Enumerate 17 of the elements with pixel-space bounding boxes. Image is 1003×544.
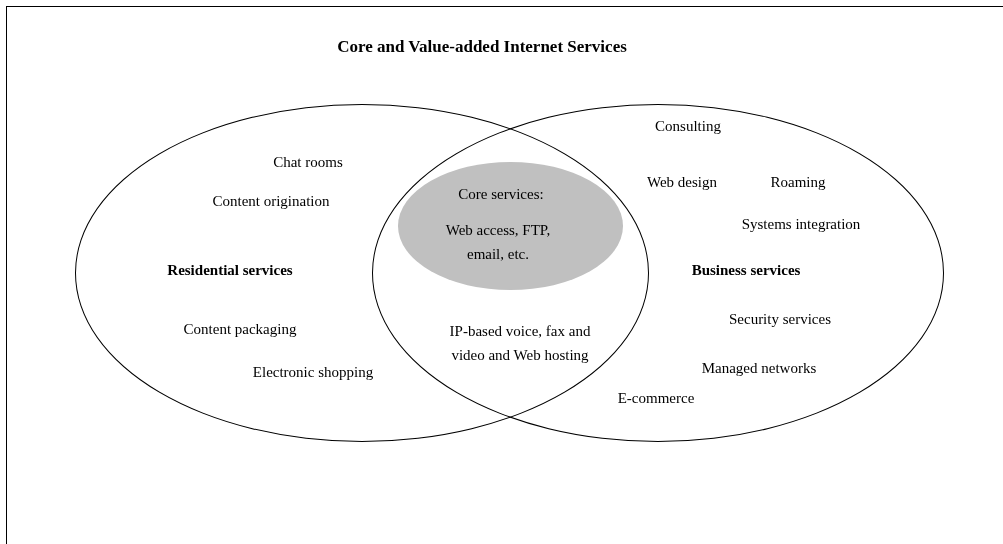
diagram-title: Core and Value-added Internet Services [336, 36, 628, 58]
service-label: Roaming [770, 173, 826, 192]
service-label: Content origination [212, 192, 330, 211]
service-label: Managed networks [701, 359, 817, 378]
service-label: Consulting [655, 117, 721, 136]
service-text: Web access, FTP, email, etc. [444, 221, 552, 264]
service-label: IP-based voice, fax and video and Web hosting [448, 322, 592, 365]
service-label: Chat rooms [273, 153, 343, 172]
service-label: Systems integration [741, 215, 861, 234]
service-label: Electronic shopping [252, 363, 374, 382]
service-text: Core services: [457, 185, 545, 204]
service-label: Content packaging [183, 320, 297, 339]
service-label: Security services [728, 310, 832, 329]
group-heading: Business services [690, 261, 802, 280]
group-heading: Residential services [166, 261, 294, 280]
service-label: E-commerce [617, 389, 695, 408]
service-label: Web design [647, 173, 717, 192]
